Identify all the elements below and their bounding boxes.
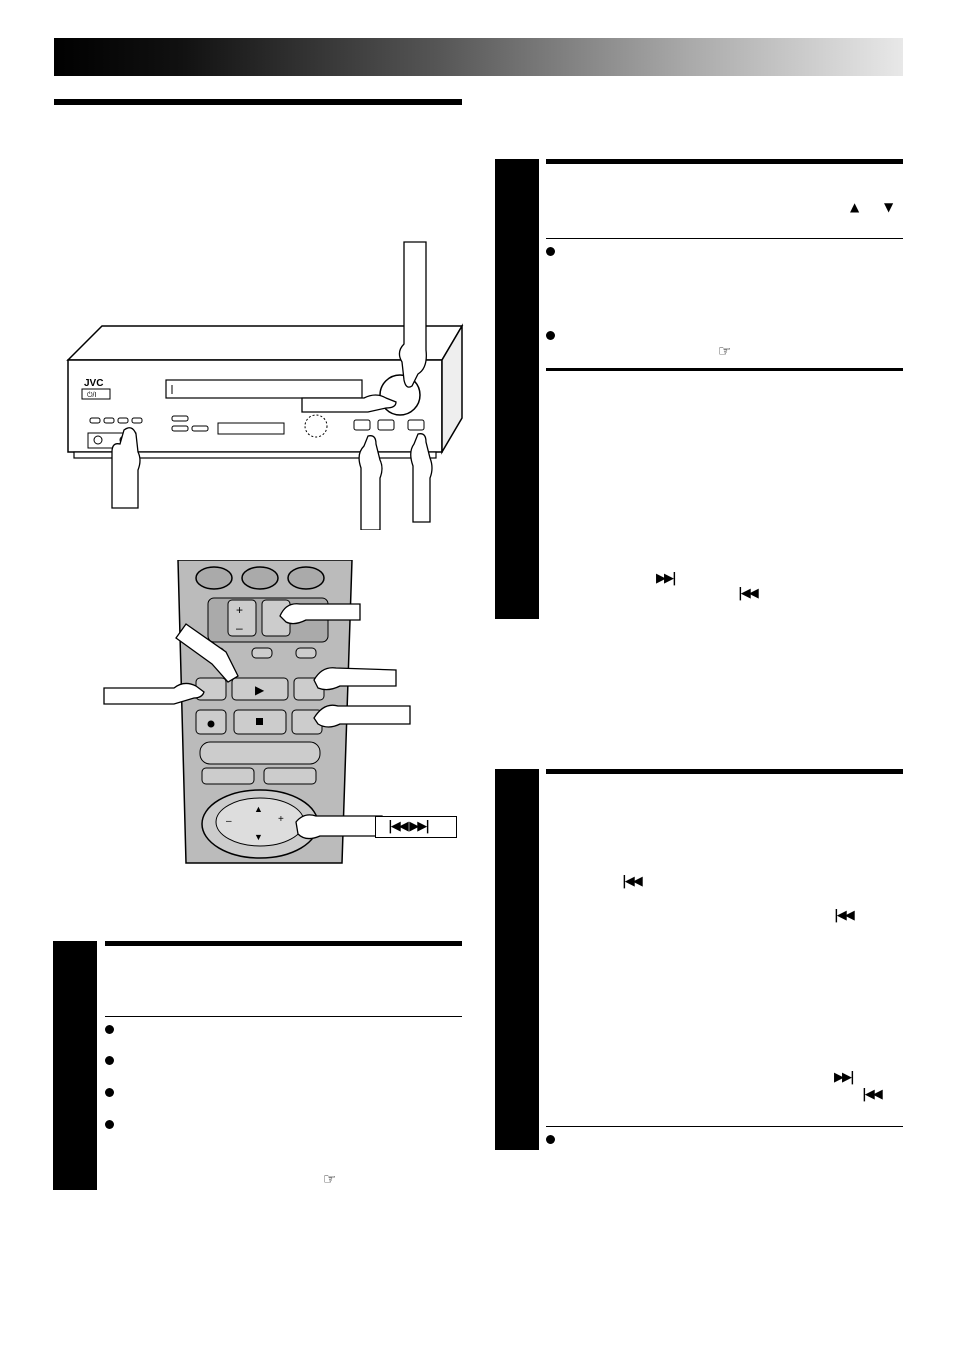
svg-text:+: + (236, 603, 243, 617)
left-step-divider (105, 1016, 462, 1017)
skip-back-icon: |◀◀ (738, 586, 759, 601)
power-label: ⏻/I (87, 391, 96, 399)
svg-text:–: – (226, 816, 232, 827)
right-top-step-rule (546, 159, 903, 164)
vcr-illustration: JVC ⏻/I (66, 241, 464, 530)
skip-forward-icon: ▶▶| (656, 571, 677, 586)
right-top-step-tab (495, 159, 539, 619)
skip-back-icon-2: |◀◀ (622, 874, 643, 889)
bullet-7 (546, 1135, 555, 1144)
right-bottom-step-tab (495, 769, 539, 1150)
skip-back-icon-4: |◀◀ (862, 1087, 883, 1102)
header-gradient-bar (54, 38, 903, 76)
right-bottom-divider (546, 1126, 903, 1127)
bullet-5 (546, 247, 555, 256)
left-step-rule (105, 941, 462, 946)
remote-illustration: + – ▶ ▲ ▼ – + (103, 560, 411, 864)
jvc-logo: JVC (84, 378, 103, 389)
svg-text:+: + (278, 814, 284, 825)
bullet-6 (546, 331, 555, 340)
right-bottom-step-rule (546, 769, 903, 774)
bullet-1 (105, 1025, 114, 1034)
svg-text:▶: ▶ (255, 683, 265, 697)
svg-text:▲: ▲ (254, 804, 263, 814)
right-top-divider (546, 238, 903, 239)
bullet-4 (105, 1120, 114, 1129)
skip-forward-icon-2: ▶▶| (834, 1070, 855, 1085)
reference-pointer-icon: ☞ (323, 1170, 337, 1188)
left-section-rule (54, 99, 462, 105)
left-step-tab (53, 941, 97, 1190)
down-arrow-icon: ▼ (884, 200, 893, 214)
right-top-mid-rule (546, 368, 903, 371)
svg-text:▼: ▼ (254, 832, 263, 842)
remote-skip-label: |◀◀ ▶▶| (375, 816, 457, 838)
up-arrow-icon: ▲ (850, 200, 859, 214)
skip-label-text: |◀◀ ▶▶| (388, 819, 430, 834)
skip-back-icon-3: |◀◀ (834, 908, 855, 923)
reference-pointer-icon-2: ☞ (718, 342, 732, 360)
svg-text:–: – (236, 621, 243, 635)
bullet-3 (105, 1088, 114, 1097)
bullet-2 (105, 1056, 114, 1065)
